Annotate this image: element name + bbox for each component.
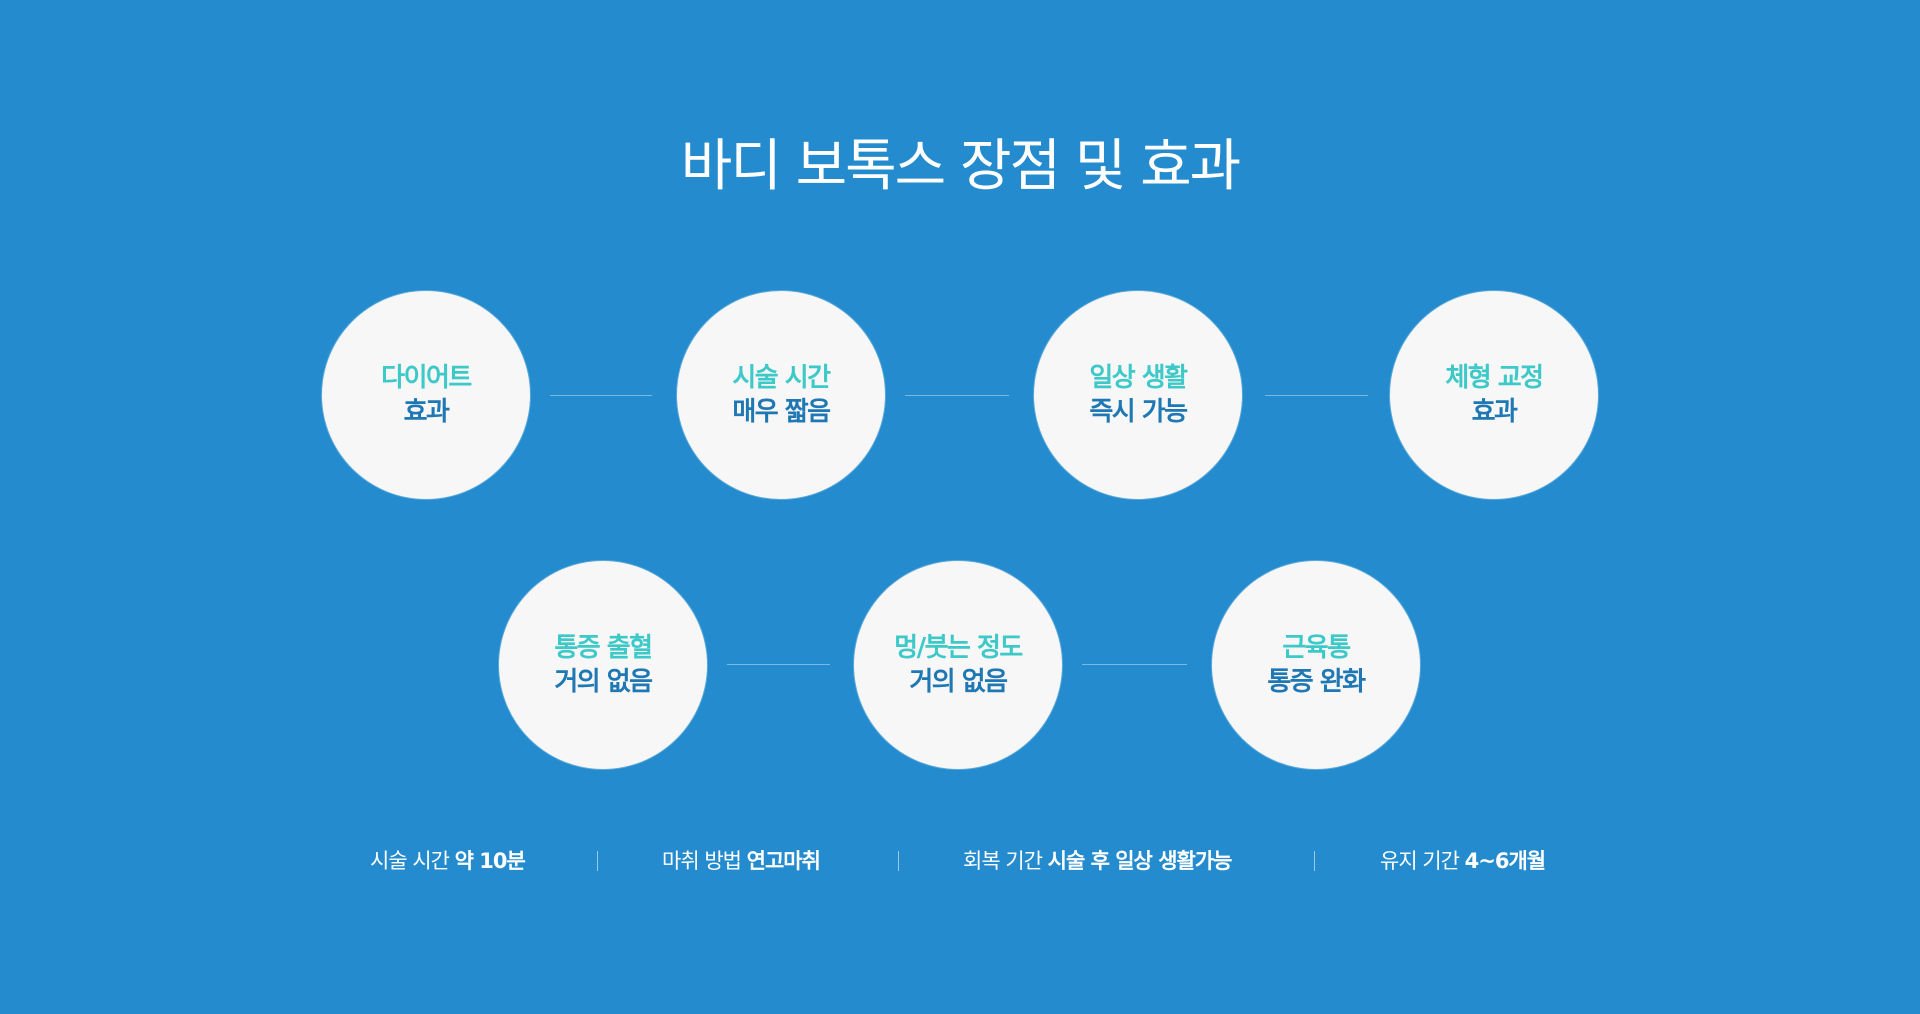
- benefit-body-shape: 체형 교정 효과: [1390, 291, 1598, 499]
- benefit-line2: 거의 없음: [554, 667, 653, 697]
- benefit-no-bruise-swelling: 멍/붓는 정도 거의 없음: [854, 561, 1062, 769]
- connector-line: [550, 395, 652, 396]
- benefit-line2: 통증 완화: [1267, 667, 1366, 697]
- benefit-line1: 시술 시간: [732, 363, 831, 393]
- benefit-line1: 통증 출혈: [554, 633, 653, 663]
- benefit-line1: 다이어트: [381, 363, 472, 393]
- benefit-line2: 매우 짧음: [732, 397, 831, 427]
- info-duration: 유지 기간 4~6개월: [1380, 844, 1546, 878]
- info-recovery: 회복 기간 시술 후 일상 생활가능: [963, 844, 1233, 878]
- info-value: 4~6개월: [1464, 849, 1546, 873]
- benefit-line2: 효과: [403, 397, 450, 427]
- benefit-muscle-pain-relief: 근육통 통증 완화: [1212, 561, 1420, 769]
- benefit-diet: 다이어트 효과: [322, 291, 530, 499]
- info-anesthesia: 마취 방법 연고마취: [662, 844, 821, 878]
- benefit-line1: 근육통: [1282, 633, 1351, 663]
- page-title: 바디 보톡스 장점 및 효과: [680, 134, 1241, 199]
- benefit-line2: 효과: [1471, 397, 1518, 427]
- benefit-no-pain-bleeding: 통증 출혈 거의 없음: [499, 561, 707, 769]
- connector-line: [1082, 664, 1187, 665]
- connector-line: [727, 664, 830, 665]
- benefit-line1: 일상 생활: [1089, 363, 1188, 393]
- info-procedure-time: 시술 시간 약 10분: [370, 844, 526, 878]
- benefit-short-procedure: 시술 시간 매우 짧음: [677, 291, 885, 499]
- connector-line: [1265, 395, 1368, 396]
- info-value: 연고마취: [746, 849, 821, 873]
- benefit-line1: 멍/붓는 정도: [894, 633, 1023, 663]
- connector-line: [905, 395, 1009, 396]
- info-value: 시술 후 일상 생활가능: [1047, 849, 1233, 873]
- info-separator: [1314, 851, 1315, 871]
- info-label: 회복 기간: [963, 849, 1043, 873]
- info-separator: [898, 851, 899, 871]
- benefit-line1: 체형 교정: [1445, 363, 1544, 393]
- info-value: 약 10분: [454, 849, 526, 873]
- info-label: 마취 방법: [662, 849, 742, 873]
- info-label: 유지 기간: [1380, 849, 1460, 873]
- info-separator: [597, 851, 598, 871]
- info-label: 시술 시간: [370, 849, 450, 873]
- benefit-daily-life: 일상 생활 즉시 가능: [1034, 291, 1242, 499]
- benefit-line2: 거의 없음: [909, 667, 1008, 697]
- benefit-line2: 즉시 가능: [1089, 397, 1188, 427]
